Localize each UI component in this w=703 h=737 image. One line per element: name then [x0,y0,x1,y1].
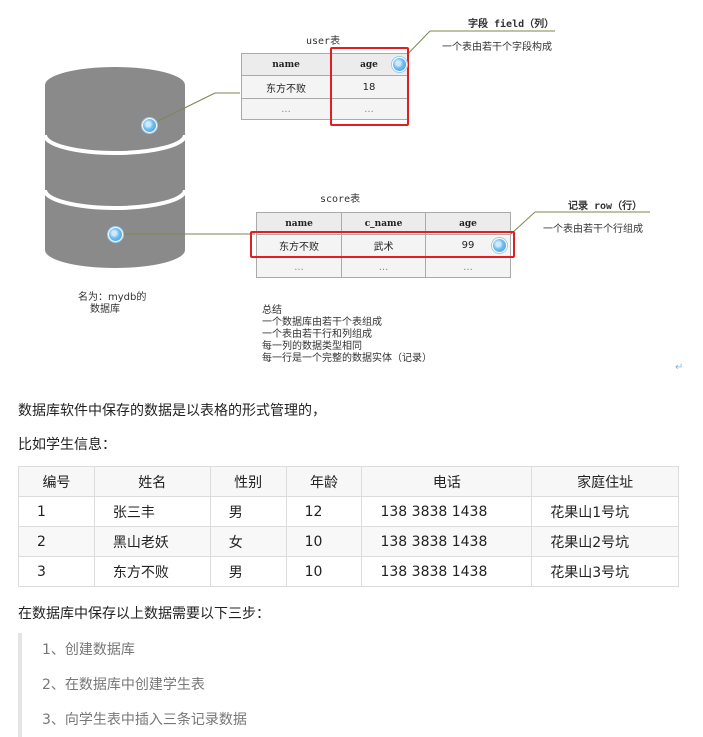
table-cell: 花果山2号坑 [531,526,679,557]
field-highlight [330,47,409,126]
score-cell: ... [341,256,426,278]
user-table-title: user表 [306,36,341,47]
user-cell: ... [241,98,331,120]
intro-paragraph: 数据库软件中保存的数据是以表格的形式管理的， [18,403,326,419]
user-cell: 东方不败 [241,75,331,99]
table-cell: 1 [18,496,95,527]
row-highlight [250,231,515,258]
steps-intro: 在数据库中保存以上数据需要以下三步： [18,606,270,622]
step-item: 1、创建数据库 [42,642,135,658]
steps-blockquote: 1、创建数据库 2、在数据库中创建学生表 3、向学生表中插入三条记录数据 [18,633,702,737]
summary-line: 一个表由若干行和列组成 [262,329,372,340]
row-marker-icon [492,238,507,253]
student-table: 编号 姓名 性别 年龄 电话 家庭住址 1 张三丰 男 12 138 3838 … [18,466,679,587]
table-cell: 138 3838 1438 [361,496,533,527]
score-cell: ... [425,256,511,278]
score-table-title: score表 [320,194,361,205]
column-header: 家庭住址 [531,466,679,497]
table-row: 3 东方不败 男 10 138 3838 1438 花果山3号坑 [18,556,679,587]
summary-line: 每一行是一个完整的数据实体（记录） [262,353,432,364]
row-annotation-text: 一个表由若干个行组成 [543,224,643,235]
return-arrow-icon: ↵ [675,362,684,373]
step-item: 2、在数据库中创建学生表 [42,677,205,693]
database-diagram: 名为：mydb的 数据库 user表 name age 东方不败 18 ... … [43,19,684,373]
table-cell: 12 [285,496,363,527]
table-cell: 10 [285,556,363,587]
intro-paragraph: 比如学生信息： [18,437,116,453]
column-header: 性别 [209,466,287,497]
table-cell: 3 [18,556,95,587]
column-header: 姓名 [93,466,211,497]
column-header: 电话 [361,466,533,497]
summary-line: 总结 [262,305,282,316]
field-annotation-title: 字段 field（列） [468,19,555,30]
summary-line: 一个数据库由若干个表组成 [262,317,382,328]
user-col-name: name [241,53,331,76]
table-cell: 花果山1号坑 [531,496,679,527]
table-row: 1 张三丰 男 12 138 3838 1438 花果山1号坑 [18,496,679,527]
db-label: 数据库 [90,304,120,315]
score-cell: ... [256,256,342,278]
field-annotation-text: 一个表由若干个字段构成 [442,42,552,53]
summary-line: 每一列的数据类型相同 [262,341,362,352]
table-header-row: 编号 姓名 性别 年龄 电话 家庭住址 [18,466,679,497]
table-cell: 花果山3号坑 [531,556,679,587]
table-cell: 张三丰 [93,496,211,527]
column-header: 编号 [18,466,95,497]
field-marker-icon [392,57,407,72]
row-annotation-title: 记录 row（行） [568,201,643,212]
table-cell: 男 [209,496,287,527]
db-label: 名为：mydb的 [78,292,147,303]
table-cell: 女 [209,526,287,557]
step-item: 3、向学生表中插入三条记录数据 [42,712,247,728]
db-table-marker-icon [142,118,157,133]
table-cell: 东方不败 [93,556,211,587]
table-cell: 10 [285,526,363,557]
table-cell: 黑山老妖 [93,526,211,557]
table-row: 2 黑山老妖 女 10 138 3838 1438 花果山2号坑 [18,526,679,557]
column-header: 年龄 [285,466,363,497]
summary: 总结 一个数据库由若干个表组成 一个表由若干行和列组成 每一列的数据类型相同 每… [262,305,432,365]
table-cell: 2 [18,526,95,557]
table-cell: 138 3838 1438 [361,526,533,557]
db-table-marker-icon [108,227,123,242]
table-cell: 138 3838 1438 [361,556,533,587]
table-cell: 男 [209,556,287,587]
